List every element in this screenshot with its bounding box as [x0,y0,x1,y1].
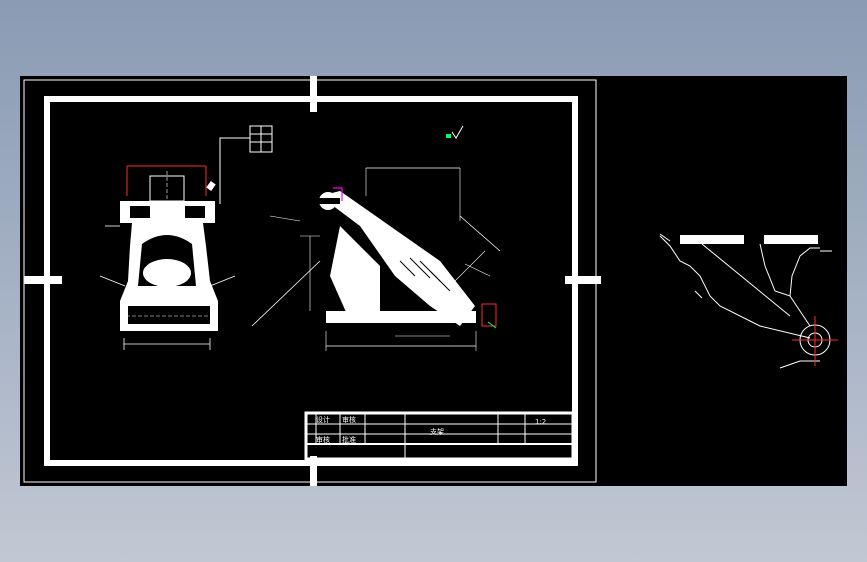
title-cell-1: 设计 [316,415,330,424]
front-view [99,165,236,350]
title-cell-4: 批准 [342,435,356,444]
part-name-label: 支架 [430,427,444,436]
roughness-icon [446,125,464,139]
drawing-canvas[interactable]: 设计 审核 审核 批准 支架 1:2 [20,76,847,486]
side-view [251,167,501,351]
title-cell-3: 审核 [316,435,330,444]
parameter-table [219,125,273,204]
drawing-frame [44,96,578,466]
title-block: 设计 审核 审核 批准 支架 1:2 [304,411,575,461]
crosshair-icon [792,316,838,366]
center-mark-bottom [310,456,317,486]
center-mark-left [24,276,62,284]
cad-viewport[interactable]: 设计 审核 审核 批准 支架 1:2 [20,76,847,486]
center-mark-top [310,76,317,112]
title-cell-2: 审核 [342,415,356,424]
center-mark-right [565,276,601,284]
scale-label: 1:2 [535,418,546,426]
detail-sketch [659,233,832,369]
